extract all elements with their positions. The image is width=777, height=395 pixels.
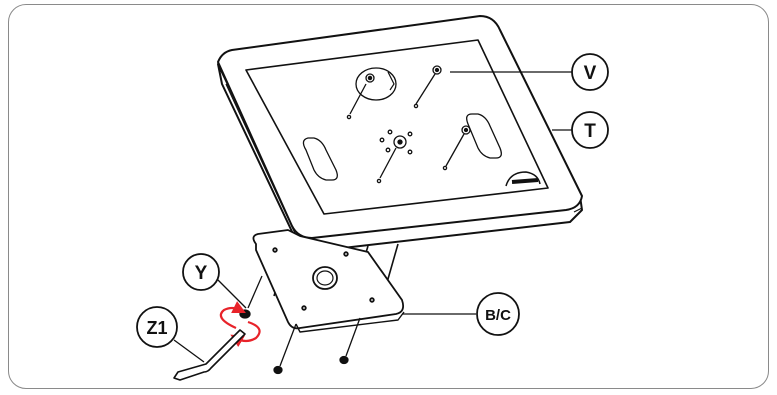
screw-v1 bbox=[432, 65, 442, 75]
screw-y bbox=[239, 309, 251, 319]
allen-key-icon bbox=[173, 329, 246, 381]
cable-slot-left bbox=[302, 137, 338, 181]
cable-slot-right bbox=[466, 113, 502, 159]
label-t: T bbox=[584, 121, 596, 142]
label-bc: B/C bbox=[485, 307, 511, 324]
callout-bc: B/C bbox=[476, 292, 520, 336]
screw-bottom-left bbox=[273, 365, 283, 375]
label-y: Y bbox=[195, 263, 208, 284]
callout-z1: Z1 bbox=[136, 306, 178, 348]
label-z1: Z1 bbox=[146, 318, 167, 338]
screw-bottom-right bbox=[339, 355, 349, 365]
callout-y: Y bbox=[182, 253, 220, 291]
screen-opening bbox=[245, 39, 549, 215]
rotation-arrows-icon bbox=[219, 301, 261, 348]
screw-v2 bbox=[461, 125, 471, 135]
base-plate bbox=[252, 229, 405, 333]
mount-hub-bottom bbox=[505, 171, 541, 187]
mount-hub-top bbox=[355, 67, 397, 101]
enclosure-internals bbox=[302, 65, 541, 187]
callout-leaders bbox=[173, 71, 572, 363]
center-hub bbox=[393, 135, 407, 149]
callout-v: V bbox=[571, 53, 609, 91]
tablet-enclosure bbox=[217, 15, 583, 253]
callout-t: T bbox=[571, 111, 609, 149]
label-v: V bbox=[584, 63, 597, 84]
